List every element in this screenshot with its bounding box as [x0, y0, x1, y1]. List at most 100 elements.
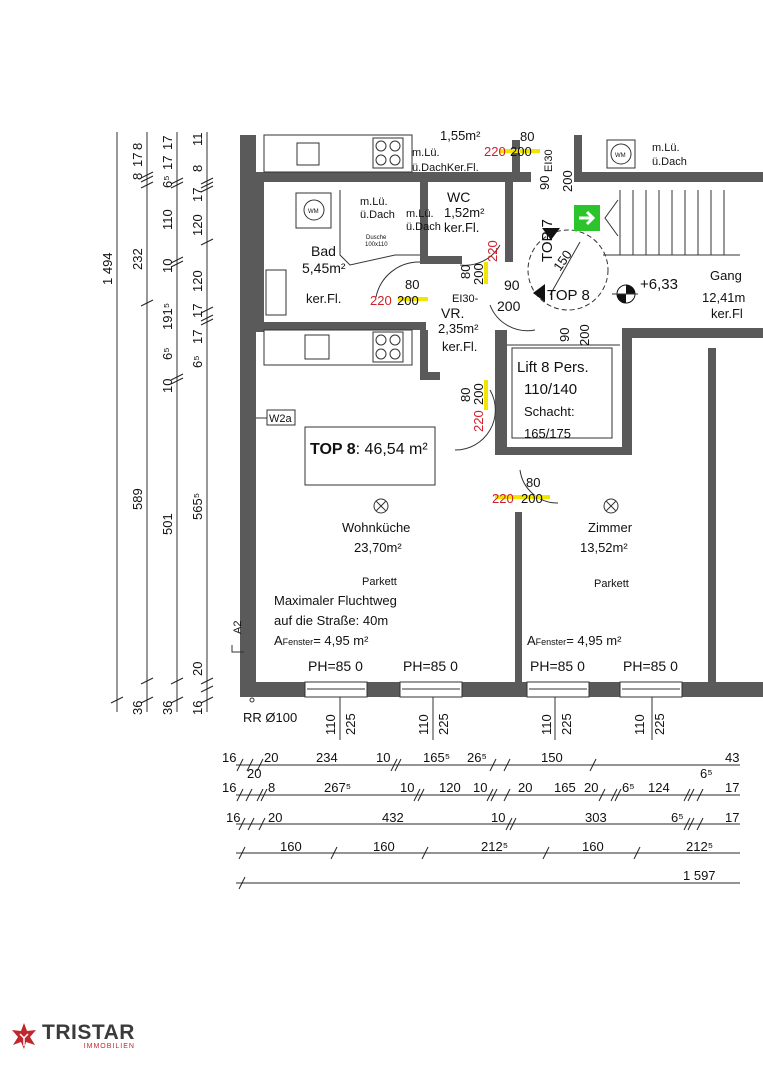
dimension-label: 1 597	[683, 868, 716, 883]
floor-type-wohnkueche: Parkett	[362, 576, 397, 588]
room-name-wohnkueche: Wohnküche	[342, 520, 410, 535]
dimension-label: 6⁵	[700, 766, 713, 781]
dimension-label: 36	[130, 701, 145, 715]
escape-route-note: Maximaler Fluchtweg	[274, 593, 397, 608]
dimension-label: 6⁵	[671, 810, 684, 825]
star-logo-icon	[12, 1023, 36, 1049]
ventilation-note: m.Lü.	[652, 142, 680, 154]
door-height-label: 200	[510, 144, 532, 159]
unit-label-top7: TOP 7	[539, 219, 556, 262]
arrow-top7-icon	[542, 228, 560, 240]
door-height-label: 220	[485, 240, 500, 262]
dimension-label: 6⁵	[160, 347, 175, 360]
dimension-label: 20	[584, 780, 598, 795]
window-labels: PH=85 0 PH=85 0 PH=85 0 PH=85 0 110 225 …	[308, 658, 678, 735]
room-area-zimmer: 13,52m²	[580, 540, 628, 555]
dimension-label: 20	[264, 750, 278, 765]
door-width-label: 80	[526, 475, 540, 490]
dimension-label: 432	[382, 810, 404, 825]
dimension-label: 267⁵	[324, 780, 351, 795]
dimension-label: 124	[648, 780, 670, 795]
lift-size: 110/140	[524, 381, 577, 398]
ventilation-note: ü.Dach	[406, 221, 441, 233]
dimension-label: 501	[160, 513, 175, 535]
door-height-label: 220	[370, 293, 392, 308]
floor-type-bad: ker.Fl.	[306, 291, 341, 306]
window-area-note: AFenster= 4,95 m²	[274, 633, 369, 648]
door-height-label: 220	[471, 410, 486, 432]
dimension-label: 303	[585, 810, 607, 825]
dimension-label: 120	[439, 780, 461, 795]
dimension-label: 165⁵	[423, 750, 450, 765]
dimension-label: 10	[376, 750, 390, 765]
window-parapet-label: PH=85 0	[308, 658, 363, 674]
emergency-exit-sign-icon	[574, 205, 600, 231]
room-area-bad: 5,45m²	[302, 260, 346, 276]
lift-label: Lift 8 Pers.	[517, 359, 589, 376]
dimension-label: 20	[518, 780, 532, 795]
ventilation-note: m.Lü.	[360, 196, 388, 208]
door-width-label: 90	[557, 328, 572, 342]
bathtub-icon	[265, 269, 287, 316]
dimension-label: 160	[373, 839, 395, 854]
washing-machine-icon	[610, 143, 632, 165]
drain-pipe-label: RR Ø100	[243, 710, 297, 725]
floor-type-gang: ker.Fl	[711, 306, 743, 321]
window-parapet-label: PH=85 0	[530, 658, 585, 674]
logo-text-star: STAR	[77, 1021, 135, 1044]
axis-marker-a2: A2	[232, 621, 244, 634]
dimension-label: 10	[400, 780, 414, 795]
dimension-label: 17	[160, 156, 175, 170]
dimension-label: 191⁵	[160, 303, 175, 330]
bottom-dimension-chains: 16 20 20 234 10 165⁵ 26⁵ 150 43 16 8 267…	[222, 750, 740, 890]
fire-rating-label: EI30-	[452, 293, 479, 305]
room-area-vr: 2,35m²	[438, 321, 479, 336]
window-openings	[304, 681, 683, 698]
door-height-label: 220	[484, 144, 506, 159]
unit-label-bold: TOP 8	[310, 441, 356, 458]
window-width-label: 110	[632, 714, 647, 735]
dimension-label: 160	[582, 839, 604, 854]
window-height-label: 225	[652, 713, 667, 735]
dimension-label: 1 494	[100, 252, 115, 285]
ventilation-note: ü.Dach	[360, 209, 395, 221]
shower-size: 100x110	[365, 242, 388, 248]
window-area-note: AFenster= 4,95 m²	[527, 633, 622, 648]
dimension-label: 36	[160, 701, 175, 715]
staircase	[603, 190, 740, 256]
left-dimension-chains: 1 494 8 17 8 232 589 36 17 6⁵ 110 10 191…	[100, 132, 214, 715]
door-height-label: 220	[492, 491, 514, 506]
door-width-label: 80	[458, 265, 473, 279]
dimension-label: 6⁵	[622, 780, 635, 795]
floor-type-wc: ker.Fl.	[444, 220, 479, 235]
window-height-label: 225	[343, 713, 358, 735]
dimension-label: 8	[190, 165, 205, 172]
room-name-gang: Gang	[710, 268, 742, 283]
dimension-label: 234	[316, 750, 338, 765]
dimension-label: 565⁵	[190, 493, 205, 520]
ventilation-note: m.Lü.	[412, 147, 440, 159]
escape-route-note: auf die Straße: 40m	[274, 613, 388, 628]
dimension-label: 17	[190, 304, 205, 318]
door-height-label: 200	[560, 170, 575, 192]
wall-marker-w2a: W2a	[269, 413, 293, 425]
door-width-label: 90	[537, 176, 552, 190]
unit-label-top8: TOP 8	[547, 287, 590, 304]
door-height-label: 200	[521, 491, 543, 506]
dimension-label: 8	[130, 143, 145, 150]
fire-rating-label: EI30	[543, 149, 555, 172]
dimension-label: 150	[541, 750, 563, 765]
dimension-label: 120	[190, 214, 205, 236]
window-width-label: 110	[323, 714, 338, 735]
door-height-label: 200	[471, 383, 486, 405]
top-room-area: 1,55m²	[440, 128, 481, 143]
dimension-label: 17	[190, 188, 205, 202]
dimension-label: 589	[130, 488, 145, 510]
floor-type-zimmer: Parkett	[594, 578, 629, 590]
ventilation-note: m.Lü.	[406, 208, 434, 220]
window-width-label: 110	[416, 714, 431, 735]
dimension-label: 232	[130, 248, 145, 270]
door-height-label: 200	[497, 298, 521, 314]
dimension-label: 10	[160, 379, 175, 393]
